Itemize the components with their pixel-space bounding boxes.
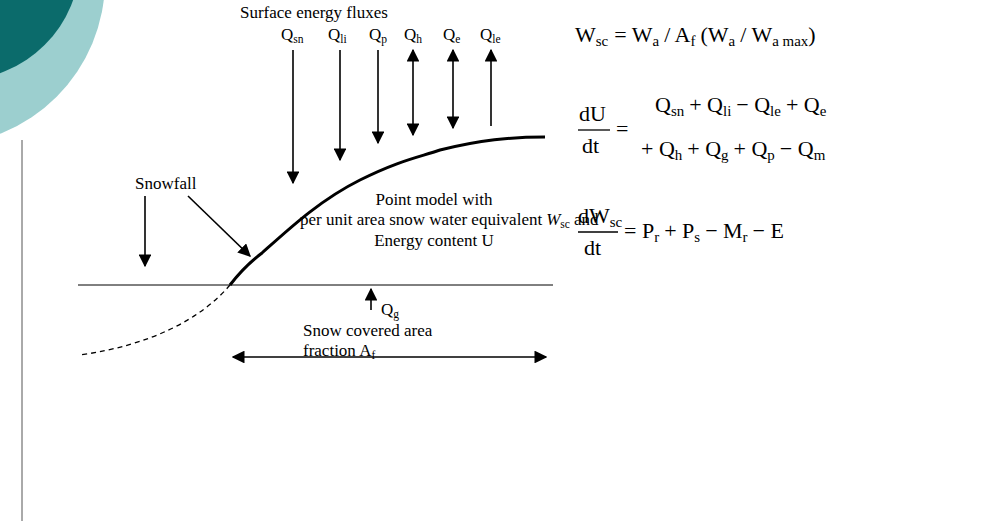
text-run: Qle bbox=[480, 25, 501, 47]
label-text: + P bbox=[664, 218, 694, 243]
label-text: Snow covered area bbox=[303, 321, 432, 340]
text-run: dU bbox=[579, 101, 606, 126]
text-run: dWsc bbox=[578, 203, 622, 231]
text-run: Qe bbox=[443, 25, 460, 47]
label-text: + Q bbox=[689, 92, 723, 117]
text-run: Qg bbox=[381, 300, 399, 322]
label-text: (W bbox=[700, 22, 728, 47]
fraction-bar bbox=[578, 129, 610, 130]
fraction-bar bbox=[578, 231, 618, 232]
label-text: W bbox=[575, 22, 596, 47]
text-run: Qh bbox=[404, 25, 422, 47]
snow-extension bbox=[80, 285, 230, 355]
label-text: Q bbox=[328, 25, 340, 44]
subscript-text: a bbox=[653, 33, 660, 49]
label-text: + Q bbox=[786, 92, 820, 117]
text-run: fraction Af bbox=[303, 341, 375, 363]
label-text: Q bbox=[281, 25, 293, 44]
subscript-text: h bbox=[416, 33, 422, 46]
label-text: Q bbox=[443, 25, 455, 44]
subscript-text: sc bbox=[560, 218, 570, 231]
subscript-text: e bbox=[455, 33, 460, 46]
subscript-text: f bbox=[371, 349, 375, 362]
label-text: Snowfall bbox=[135, 174, 196, 193]
text-run: Snowfall bbox=[135, 174, 196, 194]
subscript-text: a bbox=[729, 33, 736, 49]
label-text: dU bbox=[579, 101, 606, 126]
subscript-text: h bbox=[675, 147, 682, 163]
label-text: dt bbox=[584, 235, 601, 260]
subscript-text: g bbox=[393, 308, 399, 321]
label-text: = P bbox=[624, 218, 654, 243]
label-text: = bbox=[616, 116, 628, 141]
label-text: + Q bbox=[734, 136, 768, 161]
label-text: Surface energy fluxes bbox=[240, 3, 388, 22]
label-text: = W bbox=[614, 22, 652, 47]
label-text: Q bbox=[404, 25, 416, 44]
ground-line bbox=[78, 285, 553, 286]
label-text: / W bbox=[740, 22, 772, 47]
subscript-text: li bbox=[340, 33, 346, 46]
subscript-text: sn bbox=[671, 103, 684, 119]
label-text: / A bbox=[664, 22, 690, 47]
label-text: Q bbox=[655, 92, 671, 117]
text-run: Point model withper unit area snow water… bbox=[300, 190, 568, 251]
label-text: + Q bbox=[687, 136, 721, 161]
label-text: ) bbox=[808, 22, 815, 47]
label-text: fraction A bbox=[303, 341, 371, 360]
text-run: Qsn+ Qli− Qle+ Qe bbox=[655, 92, 826, 120]
subscript-text: le bbox=[492, 33, 500, 46]
label-text: Q bbox=[381, 300, 393, 319]
subscript-text: li bbox=[723, 103, 731, 119]
text-run: = bbox=[616, 116, 628, 141]
label-text: Q bbox=[369, 25, 381, 44]
text-run: + Qh+ Qg+ Qp− Qm bbox=[641, 136, 825, 164]
text-run: Qli bbox=[328, 25, 347, 47]
text-run: dt bbox=[584, 235, 601, 260]
label-text: Point model with bbox=[300, 190, 568, 210]
label-text: − E bbox=[753, 218, 784, 243]
decor-circle bbox=[0, 0, 80, 80]
subscript-text: s bbox=[694, 229, 700, 245]
label-text: Energy content U bbox=[300, 231, 568, 251]
subscript-text: f bbox=[690, 33, 695, 49]
subscript-text: p bbox=[381, 33, 387, 46]
text-run: Surface energy fluxes bbox=[240, 3, 388, 23]
subscript-text: a max bbox=[772, 33, 808, 49]
subscript-text: sc bbox=[610, 214, 622, 230]
label-text: − Q bbox=[736, 92, 770, 117]
subscript-text: m bbox=[814, 147, 826, 163]
subscript-text: g bbox=[721, 147, 728, 163]
label-text: dt bbox=[582, 133, 599, 158]
decor-circle bbox=[0, 0, 105, 145]
label-text: Q bbox=[480, 25, 492, 44]
label-text: per unit area snow water equivalent bbox=[300, 210, 542, 229]
text-run: Qp bbox=[369, 25, 387, 47]
label-text: dW bbox=[578, 203, 610, 228]
snow-surface bbox=[230, 137, 545, 285]
subscript-text: le bbox=[770, 103, 781, 119]
subscript-text: r bbox=[743, 229, 748, 245]
text-run: Qsn bbox=[281, 25, 304, 47]
label-text: − Q bbox=[780, 136, 814, 161]
text-run: = Pr+ Ps− Mr− E bbox=[624, 218, 784, 246]
label-text: − M bbox=[705, 218, 742, 243]
subscript-text: p bbox=[767, 147, 774, 163]
slide-rule bbox=[22, 140, 23, 521]
label-text: + Q bbox=[641, 136, 675, 161]
label-text: W bbox=[546, 210, 560, 229]
subscript-text: r bbox=[654, 229, 659, 245]
subscript-text: sn bbox=[293, 33, 303, 46]
text-run: Wsc= Wa/ Af(Wa/ Wa max) bbox=[575, 22, 816, 50]
text-run: dt bbox=[582, 133, 599, 158]
text-run: Snow covered area bbox=[303, 321, 432, 341]
subscript-text: sc bbox=[596, 33, 608, 49]
subscript-text: e bbox=[820, 103, 827, 119]
